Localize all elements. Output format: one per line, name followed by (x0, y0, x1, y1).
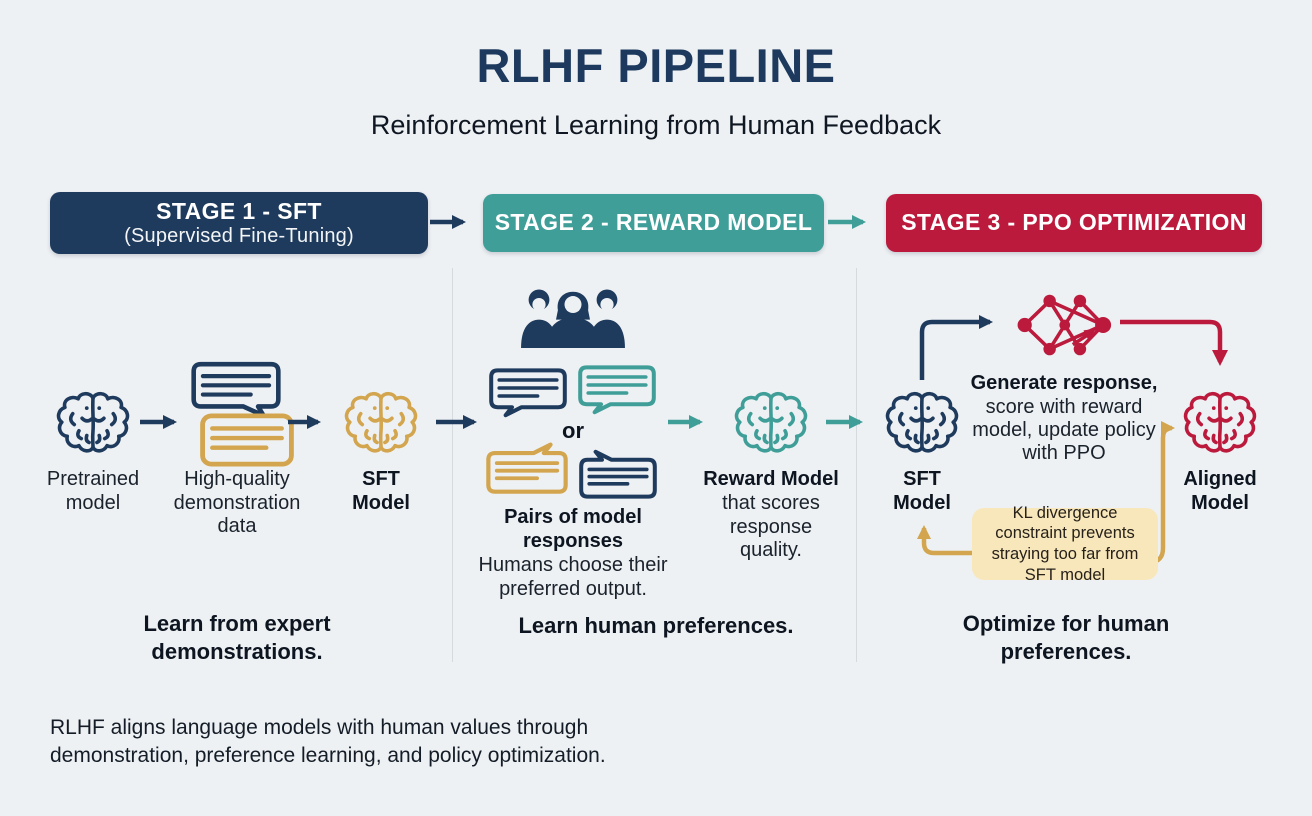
reward-caption-label: that scores response quality. (722, 492, 820, 562)
demonstration-data-label: High-quality demonstration data (173, 468, 301, 538)
sft-model-label: SFT Model (352, 468, 410, 514)
stage2-header: STAGE 2 - REWARD MODEL (483, 194, 824, 252)
arrow-kl-to-sft (917, 525, 974, 556)
reward-model-brain-icon (734, 391, 808, 453)
stage1-header: STAGE 1 - SFT (Supervised Fine-Tuning) (50, 192, 428, 254)
humans-choose-label: Humans choose their preferred output. (478, 554, 668, 600)
stage3-header: STAGE 3 - PPO OPTIMIZATION (886, 194, 1262, 252)
page-title: RLHF PIPELINE (476, 39, 836, 92)
stage1-title: STAGE 1 - SFT (156, 197, 322, 224)
pairs-of-responses-label: Pairs of model responses (504, 506, 642, 552)
stage3-sft-model-label: SFT Model (893, 468, 951, 514)
demonstration-bubble-navy-icon (191, 361, 281, 418)
response-bubble-bottom-right-icon (579, 449, 657, 499)
human-annotators-icon (521, 289, 625, 348)
policy-network-icon (1017, 294, 1112, 356)
stage2-title: STAGE 2 - REWARD MODEL (494, 209, 813, 236)
stage1-subtitle: (Supervised Fine-Tuning) (124, 225, 354, 248)
column-divider-2 (856, 268, 857, 662)
stage3-title: STAGE 3 - PPO OPTIMIZATION (901, 209, 1247, 236)
response-bubble-top-right-icon (578, 365, 656, 415)
arrow-network-to-aligned (1120, 319, 1228, 366)
pretrained-model-brain-icon (56, 391, 130, 453)
demonstration-bubble-gold-icon (200, 413, 294, 467)
aligned-model-brain-icon (1183, 391, 1257, 453)
ppo-process-lead-label: Generate response, (970, 372, 1158, 394)
stage2-summary: Learn human preferences. (518, 613, 794, 638)
ppo-process-rest-label: score with reward model, update policy w… (972, 396, 1156, 464)
sft-model-brain-icon (344, 391, 418, 453)
page-subtitle: Reinforcement Learning from Human Feedba… (370, 110, 942, 140)
footer-description: RLHF aligns language models with human v… (50, 716, 606, 768)
stage3-summary: Optimize for human preferences. (962, 611, 1170, 664)
kl-divergence-note: KL divergence constraint prevents strayi… (972, 504, 1158, 584)
pretrained-model-label: Pretrained model (46, 468, 140, 514)
response-bubble-top-left-icon (489, 368, 567, 418)
aligned-model-label: Aligned Model (1183, 468, 1257, 514)
or-label: or (562, 418, 584, 443)
stage3-sft-brain-icon (885, 391, 959, 453)
kl-divergence-text: KL divergence constraint prevents strayi… (991, 503, 1139, 584)
reward-model-label: Reward Model (703, 468, 839, 490)
stage1-summary: Learn from expert demonstrations. (143, 611, 331, 664)
response-bubble-bottom-left-icon (486, 442, 568, 494)
column-divider-1 (452, 268, 453, 662)
